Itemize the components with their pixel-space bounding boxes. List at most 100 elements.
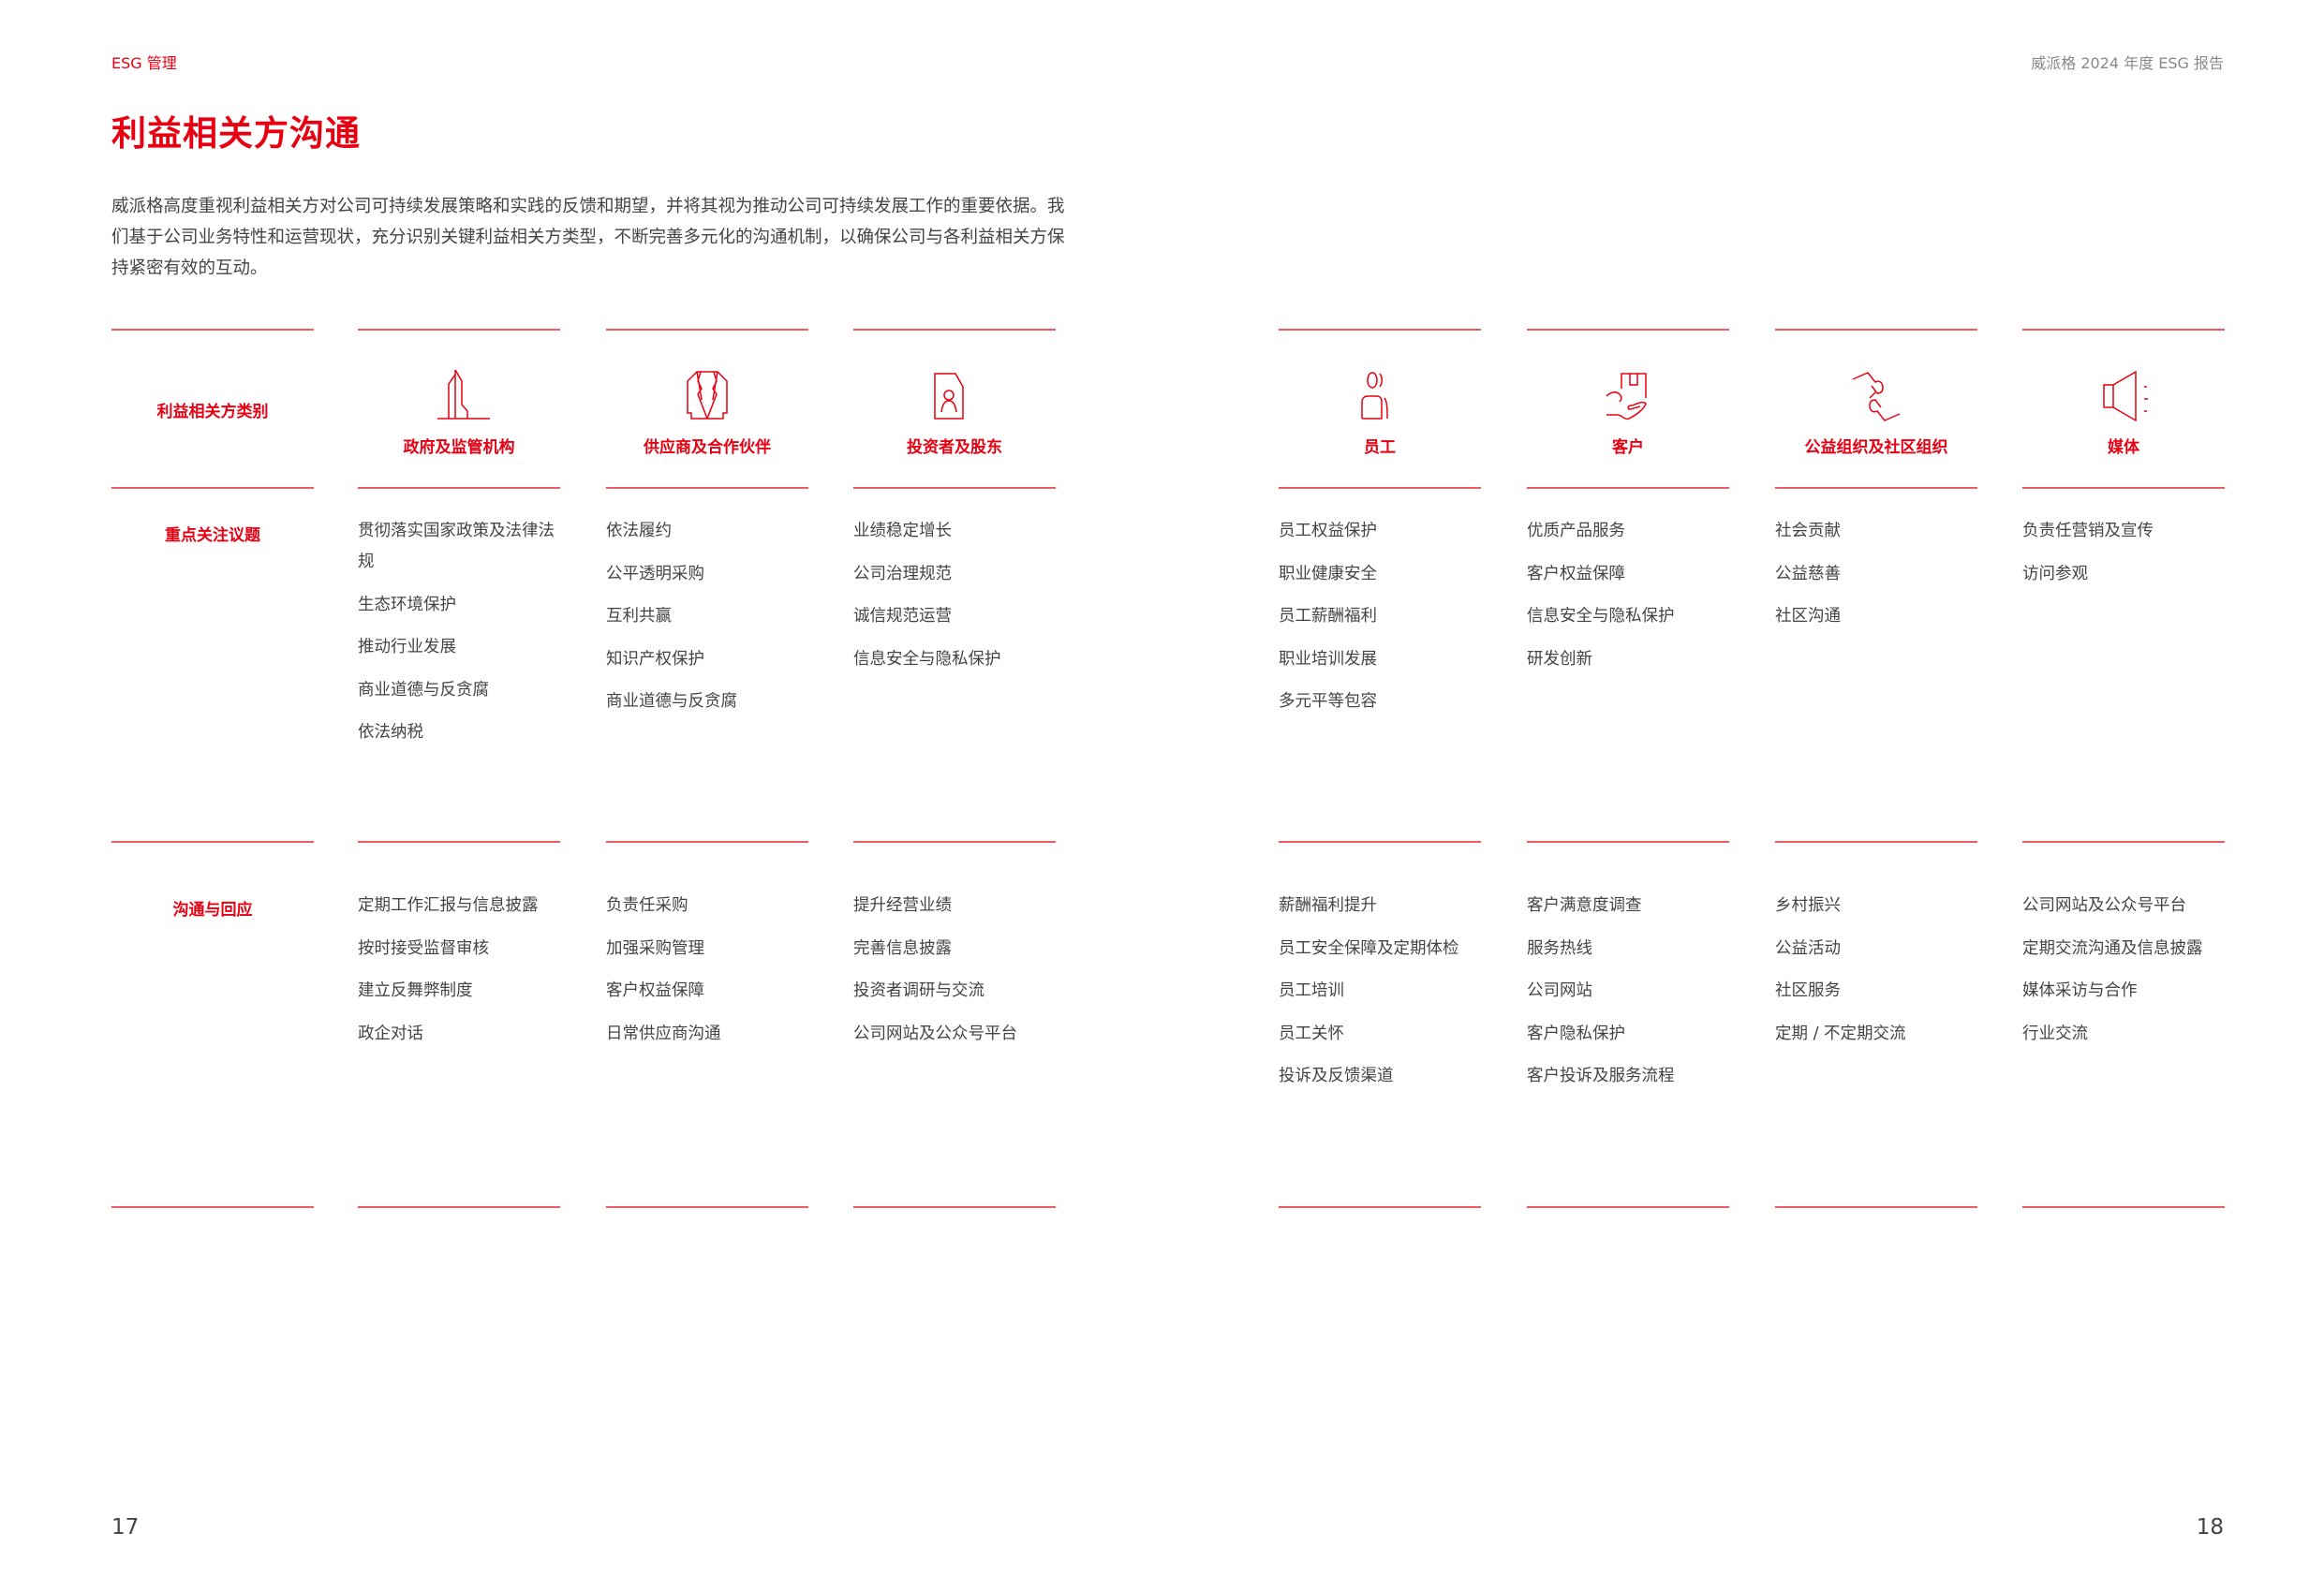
stakeholder-name: 公益组织及社区组织: [1804, 438, 1948, 457]
stakeholder-name: 供应商及合作伙伴: [644, 438, 771, 457]
issue-item: 公益慈善: [1775, 564, 1841, 583]
divider-line: [2022, 487, 2225, 489]
divider-line: [606, 841, 808, 843]
communication-item: 行业交流: [2022, 1024, 2088, 1043]
communication-item: 员工安全保障及定期体检: [1279, 938, 1459, 958]
issue-item: 互利共赢: [606, 607, 672, 626]
issue-item: 诚信规范运营: [853, 607, 952, 626]
divider-line: [1527, 841, 1729, 843]
communication-item: 客户满意度调查: [1527, 896, 1642, 915]
divider-line: [1279, 841, 1481, 843]
communication-list: 提升经营业绩完善信息披露投资者调研与交流公司网站及公众号平台: [853, 891, 1064, 1061]
issue-item: 多元平等包容: [1279, 692, 1377, 711]
communication-item: 日常供应商沟通: [606, 1024, 721, 1043]
divider-line: [2022, 841, 2225, 843]
row-label-communication: 沟通与回应: [172, 901, 253, 920]
issue-item: 访问参观: [2022, 564, 2088, 583]
issue-item: 业绩稳定增长: [853, 522, 952, 540]
communication-list: 负责任采购加强采购管理客户权益保障日常供应商沟通: [606, 891, 817, 1061]
issue-item: 公平透明采购: [606, 564, 704, 583]
communication-item: 客户投诉及服务流程: [1527, 1067, 1675, 1085]
divider-line: [853, 841, 1056, 843]
communication-item: 建立反舞弊制度: [358, 981, 473, 1000]
communication-item: 定期工作汇报与信息披露: [358, 896, 539, 915]
divider-line: [1775, 841, 1977, 843]
divider-line: [358, 487, 560, 489]
communication-item: 客户权益保障: [606, 981, 704, 1000]
communication-list: 乡村振兴公益活动社区服务定期 / 不定期交流: [1775, 891, 1986, 1061]
issue-item: 信息安全与隐私保护: [853, 649, 1001, 669]
issue-item: 生态环境保护: [358, 595, 456, 614]
communication-item: 员工关怀: [1279, 1024, 1344, 1043]
stakeholder-name: 客户: [1612, 438, 1644, 457]
divider-line: [111, 329, 314, 331]
divider-line: [111, 841, 314, 843]
divider-line: [853, 329, 1056, 331]
communication-item: 负责任采购: [606, 896, 688, 915]
issue-item: 客户权益保障: [1527, 564, 1625, 583]
divider-line: [111, 1206, 314, 1208]
divider-line: [358, 329, 560, 331]
section-label: ESG 管理: [111, 54, 177, 72]
stakeholder-name: 员工: [1364, 438, 1396, 457]
divider-line: [853, 487, 1056, 489]
communication-item: 公司网站及公众号平台: [853, 1024, 1017, 1043]
divider-line: [1775, 487, 1977, 489]
document-person-icon: [853, 361, 1056, 426]
communication-item: 服务热线: [1527, 938, 1592, 958]
divider-line: [1527, 1206, 1729, 1208]
communication-item: 投诉及反馈渠道: [1279, 1067, 1394, 1085]
divider-line: [2022, 329, 2225, 331]
divider-line: [1775, 1206, 1977, 1208]
issue-item: 公司治理规范: [853, 564, 952, 583]
communication-item: 按时接受监督审核: [358, 938, 489, 958]
issue-item: 依法履约: [606, 522, 672, 540]
divider-line: [1775, 329, 1977, 331]
speaker-icon: [2022, 361, 2225, 426]
divider-line: [1279, 329, 1481, 331]
communication-item: 定期 / 不定期交流: [1775, 1024, 1906, 1043]
issue-item: 贯彻落实国家政策及法律法规: [358, 522, 555, 571]
issues-list: 优质产品服务客户权益保障信息安全与隐私保护研发创新: [1527, 516, 1738, 686]
divider-line: [1279, 487, 1481, 489]
communication-item: 完善信息披露: [853, 938, 952, 958]
issue-item: 商业道德与反贪腐: [606, 692, 737, 711]
issue-item: 依法纳税: [358, 723, 423, 742]
handshake-icon: [1775, 361, 1977, 426]
stakeholder-name: 媒体: [2108, 438, 2139, 457]
communication-item: 加强采购管理: [606, 938, 704, 958]
divider-line: [1527, 329, 1729, 331]
row-label-category: 利益相关方类别: [156, 403, 269, 421]
communication-item: 社区服务: [1775, 981, 1841, 1000]
communication-item: 公益活动: [1775, 938, 1841, 958]
divider-line: [606, 329, 808, 331]
issue-item: 职业培训发展: [1279, 649, 1377, 669]
issue-item: 商业道德与反贪腐: [358, 680, 489, 700]
divider-line: [1527, 487, 1729, 489]
divider-line: [1279, 1206, 1481, 1208]
issues-list: 负责任营销及宣传访问参观: [2022, 516, 2233, 601]
issues-list: 社会贡献公益慈善社区沟通: [1775, 516, 1986, 644]
communication-item: 定期交流沟通及信息披露: [2022, 938, 2203, 958]
communication-list: 薪酬福利提升员工安全保障及定期体检员工培训员工关怀投诉及反馈渠道: [1279, 891, 1489, 1104]
issue-item: 员工薪酬福利: [1279, 607, 1377, 626]
suit-icon: [606, 361, 808, 426]
hand-box-icon: [1527, 361, 1729, 426]
divider-line: [606, 1206, 808, 1208]
issue-item: 社会贡献: [1775, 522, 1841, 540]
communication-item: 公司网站: [1527, 981, 1592, 1000]
communication-list: 定期工作汇报与信息披露按时接受监督审核建立反舞弊制度政企对话: [358, 891, 569, 1061]
row-label-issues: 重点关注议题: [165, 526, 260, 545]
issues-list: 依法履约公平透明采购互利共赢知识产权保护商业道德与反贪腐: [606, 516, 817, 730]
communication-list: 公司网站及公众号平台定期交流沟通及信息披露媒体采访与合作行业交流: [2022, 891, 2233, 1061]
stakeholder-name: 政府及监管机构: [403, 438, 515, 457]
communication-item: 投资者调研与交流: [853, 981, 984, 1000]
issue-item: 知识产权保护: [606, 649, 704, 669]
communication-list: 客户满意度调查服务热线公司网站客户隐私保护客户投诉及服务流程: [1527, 891, 1738, 1104]
communication-item: 提升经营业绩: [853, 896, 952, 915]
report-title: 威派格 2024 年度 ESG 报告: [2031, 54, 2224, 72]
divider-line: [853, 1206, 1056, 1208]
divider-line: [111, 487, 314, 489]
issue-item: 信息安全与隐私保护: [1527, 607, 1675, 626]
people-icon: [1279, 361, 1481, 426]
